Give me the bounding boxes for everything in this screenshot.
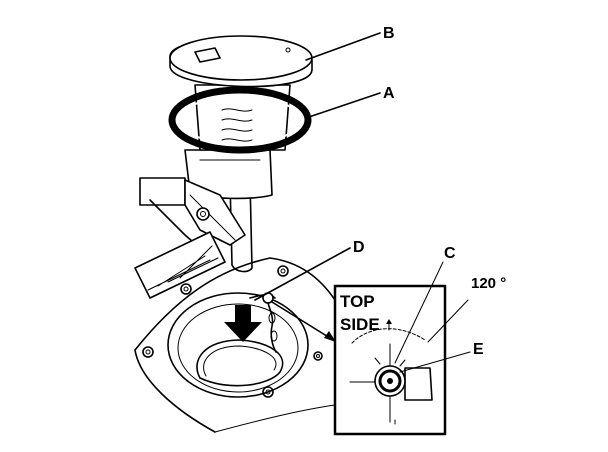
mounting-bolt	[313, 351, 323, 361]
angle-label: 120 °	[471, 275, 506, 292]
o-ring	[168, 86, 312, 154]
callout-a: A	[383, 85, 395, 102]
top-label: TOP	[340, 292, 375, 311]
callout-b: B	[383, 25, 395, 42]
callout-e: E	[473, 341, 484, 358]
mounting-bolt	[277, 265, 289, 277]
side-label: SIDE	[340, 315, 380, 334]
mounting-bolt	[180, 283, 192, 295]
callout-c: C	[444, 245, 456, 262]
callout-d: D	[353, 239, 365, 256]
fuel-pump-assembly	[134, 35, 313, 353]
mounting-bolt	[262, 386, 274, 398]
detail-inset	[333, 284, 447, 436]
pump-cover-plate	[169, 35, 313, 88]
mounting-bolt	[142, 346, 154, 358]
down-arrow-icon	[224, 305, 262, 342]
fuel-tank-surface	[134, 257, 336, 433]
